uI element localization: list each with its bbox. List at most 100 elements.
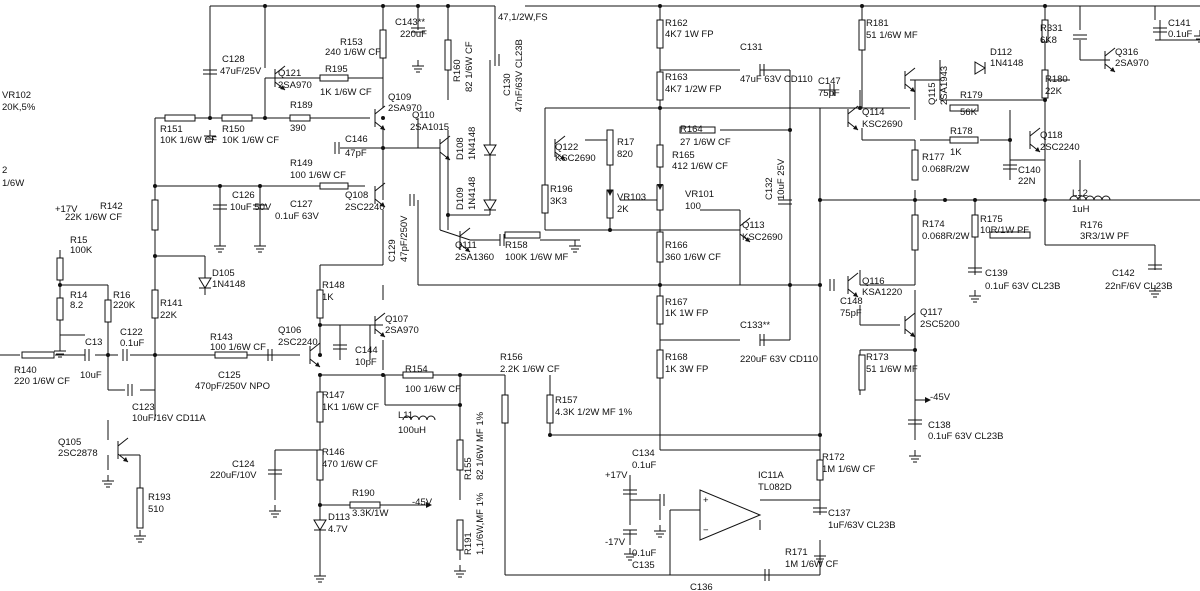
junction-dot	[608, 228, 612, 232]
component-value: 1N4148	[467, 127, 478, 160]
junction-dot	[58, 283, 62, 287]
edge-fragment: 1/6W	[2, 178, 24, 189]
component-ref: D105	[212, 268, 235, 279]
component-ref: R163	[665, 72, 688, 83]
resistor	[214, 351, 248, 359]
component-ref: R146	[322, 447, 345, 458]
component-ref: Q121	[278, 68, 301, 79]
diode	[198, 277, 212, 289]
capacitor	[829, 84, 835, 96]
junction-dot	[381, 4, 385, 8]
component-ref: R143	[210, 332, 233, 343]
component-value: 100K	[70, 245, 93, 256]
ground-symbol	[214, 240, 226, 253]
component-ref: C127	[290, 199, 313, 210]
component-ref: R193	[148, 492, 171, 503]
capacitor	[623, 529, 637, 535]
resistor	[656, 144, 664, 168]
ground-symbol	[814, 550, 826, 563]
component-value: 2SC2240	[1040, 142, 1080, 153]
capacitor	[759, 334, 765, 346]
component-value: 1N4148	[990, 58, 1023, 69]
component-ref: L12	[1072, 188, 1088, 199]
component-value: 220 1/6W CF	[14, 376, 70, 387]
component-ref: R158	[505, 240, 528, 251]
component-ref: Q122	[555, 142, 578, 153]
capacitor	[623, 489, 637, 495]
junction-dot	[416, 4, 420, 8]
component-ref: C135	[632, 560, 655, 571]
junction-dot	[1008, 138, 1012, 142]
diode	[313, 519, 327, 531]
component-value: 1uH	[1072, 204, 1090, 215]
component-ref: R157	[555, 395, 578, 406]
component-ref: R142	[100, 201, 123, 212]
component-value: 10pF	[355, 357, 377, 368]
component-ref: VR103	[617, 192, 646, 203]
component-value: KSC2690	[555, 153, 596, 164]
component-ref: D112	[990, 47, 1012, 58]
ground-symbol	[314, 570, 326, 583]
component-ref: C147	[818, 76, 841, 87]
resistor	[911, 214, 919, 251]
component-ref: C142	[1112, 268, 1135, 279]
resistor	[151, 199, 159, 231]
component-value: 220K	[113, 300, 136, 311]
component-value: 100 1/6W CF	[405, 384, 461, 395]
component-value: 20K,5%	[2, 102, 36, 113]
resistor	[911, 149, 919, 181]
component-value: 2SA970	[385, 325, 419, 336]
component-value: 1K 1/6W CF	[320, 87, 372, 98]
component-ref: IC11A	[758, 470, 784, 481]
component-value: 220uF	[400, 29, 427, 40]
transistor	[847, 272, 859, 298]
resistor	[379, 29, 387, 59]
component-value: 412 1/6W CF	[672, 161, 728, 172]
component-ref: Q117	[920, 307, 943, 318]
component-ref: C144	[355, 345, 378, 356]
capacitor	[122, 349, 128, 361]
component-value: 75pF	[840, 308, 862, 319]
component-ref: R148	[322, 280, 345, 291]
junction-dot	[1043, 4, 1047, 8]
resistor	[164, 114, 196, 122]
ground-symbol	[454, 565, 466, 578]
supply-label: -45V	[930, 392, 951, 403]
capacitor	[213, 204, 227, 210]
component-value: 1,1/6W,MF 1%	[475, 492, 486, 555]
ground-symbol	[54, 345, 66, 358]
component-ref: Q116	[862, 276, 885, 287]
component-ref: R17	[617, 137, 634, 148]
component-ref: C122	[120, 327, 143, 338]
transistor	[904, 312, 916, 338]
resistor	[1041, 19, 1049, 43]
resistor	[989, 231, 1031, 239]
resistor	[444, 39, 452, 71]
resistor	[949, 136, 979, 144]
junction-dot	[318, 503, 322, 507]
junction-dot	[153, 353, 157, 357]
transistor	[739, 217, 751, 243]
resistor	[546, 394, 554, 424]
component-ref: R175	[980, 214, 1003, 225]
component-ref: R168	[665, 352, 688, 363]
component-value: 100 1/6W CF	[210, 342, 266, 353]
resistor	[949, 104, 979, 112]
component-value: 0.1uF 63V	[275, 211, 319, 222]
capacitor	[267, 349, 273, 361]
edge-fragment: 2	[2, 165, 7, 176]
component-value: 470 1/6W CF	[322, 459, 378, 470]
component-value: 4K7 1W FP	[665, 29, 714, 40]
junction-dot	[446, 4, 450, 8]
component-ref: R179	[960, 90, 983, 101]
junction-dot	[658, 283, 662, 287]
diode	[483, 144, 497, 156]
component-ref: Q106	[278, 325, 301, 336]
resistor	[541, 184, 549, 214]
junction-dot	[381, 146, 385, 150]
wiper-arrow	[607, 190, 613, 196]
component-value: 2SA970	[388, 103, 422, 114]
transistor	[374, 105, 386, 131]
component-value: 82 1/6W MF 1%	[475, 411, 486, 480]
component-value: 2.2K 1/6W CF	[500, 364, 560, 375]
